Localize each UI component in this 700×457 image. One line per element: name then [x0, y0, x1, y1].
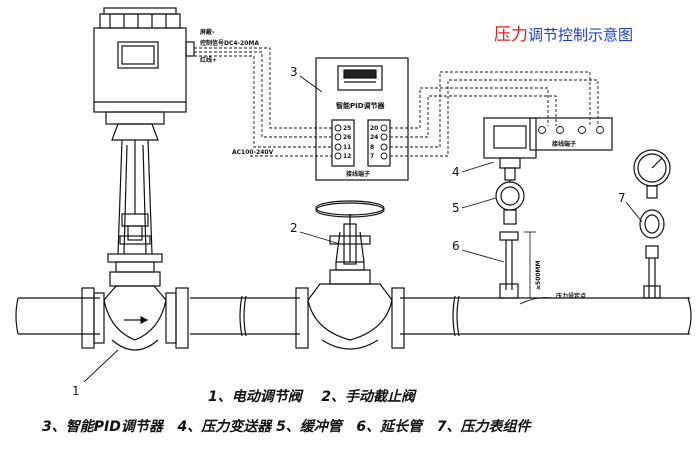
- power-label: AC100-240V: [232, 149, 274, 156]
- title-rest: 调节控制示意图: [528, 26, 634, 44]
- wire-signal-label: 控制信号DC4-20MA: [200, 39, 259, 47]
- callout-2: 2: [290, 221, 298, 235]
- callout-6: 6: [452, 239, 460, 253]
- transmitter-terminals-label: 接线端子: [551, 140, 576, 148]
- callout-leaders: [83, 75, 643, 383]
- callout-1: 1: [72, 384, 80, 398]
- pressure-gauge-assembly: [633, 149, 671, 299]
- title-highlight: 压力: [494, 25, 528, 45]
- callout-3: 3: [290, 65, 298, 79]
- setpoint-label: 压力设定点: [556, 292, 586, 300]
- pipeline: [15, 295, 692, 337]
- terminal-20: 20: [370, 125, 378, 132]
- terminal-25: 25: [343, 125, 351, 132]
- signal-wiring: [194, 47, 599, 157]
- diagram-title: 压力调节控制示意图: [494, 20, 633, 45]
- callout-5: 5: [452, 201, 460, 215]
- terminal-8: 8: [370, 144, 374, 151]
- terminal-24: 24: [370, 134, 378, 141]
- extension-tube: [499, 231, 536, 299]
- legend-line-1: 1、电动调节阀 2、手动截止阀: [208, 389, 415, 405]
- controller-name: 智能PID调节器: [336, 101, 386, 110]
- terminal-12: 12: [343, 153, 351, 160]
- buffer-tube: [495, 180, 525, 225]
- manual-stop-valve: [295, 200, 405, 350]
- controller-terminals-label: 接线端子: [345, 170, 370, 178]
- wire-shield-label: 屏蔽-: [199, 28, 215, 36]
- legend-line-2: 3、智能PID调节器 4、压力变送器 5、缓冲管 6、延长管 7、压力表组件: [42, 419, 531, 435]
- callout-7: 7: [618, 191, 626, 205]
- wire-red-label: 红线+: [200, 56, 217, 64]
- pid-controller: [315, 57, 409, 181]
- dimension-label: ≥500MM: [535, 260, 542, 290]
- pressure-transmitter: [483, 117, 537, 181]
- electric-control-valve: [81, 7, 195, 351]
- terminal-box: [529, 117, 613, 151]
- terminal-26: 26: [343, 134, 351, 141]
- terminal-11: 11: [343, 144, 351, 151]
- callout-4: 4: [452, 165, 460, 179]
- terminal-7: 7: [370, 153, 374, 160]
